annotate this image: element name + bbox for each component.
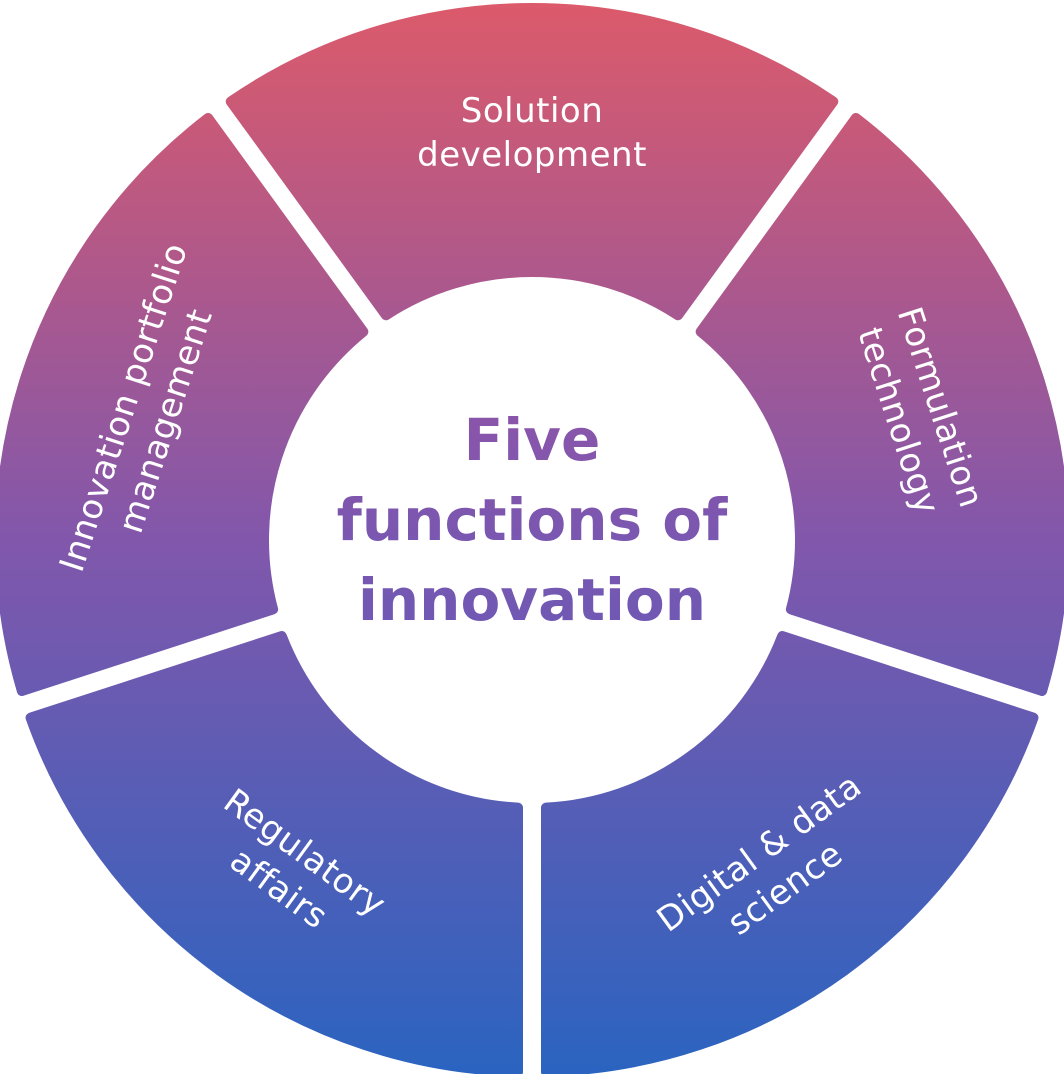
segment-digital-data-science (540, 631, 1039, 1074)
title-line-2: functions of (337, 486, 729, 554)
label-line: Solution (461, 91, 604, 131)
ring-segments (0, 3, 1064, 1074)
segment-innovation-portfolio-management (0, 112, 369, 697)
segment-solution-development (225, 3, 839, 321)
title-line-1: Five (464, 406, 601, 474)
label-line: development (417, 135, 647, 175)
title-line-3: innovation (358, 566, 706, 634)
segment-regulatory-affairs (25, 631, 524, 1074)
segment-formulation-technology (695, 112, 1064, 697)
center-title: Five functions of innovation (337, 406, 729, 634)
